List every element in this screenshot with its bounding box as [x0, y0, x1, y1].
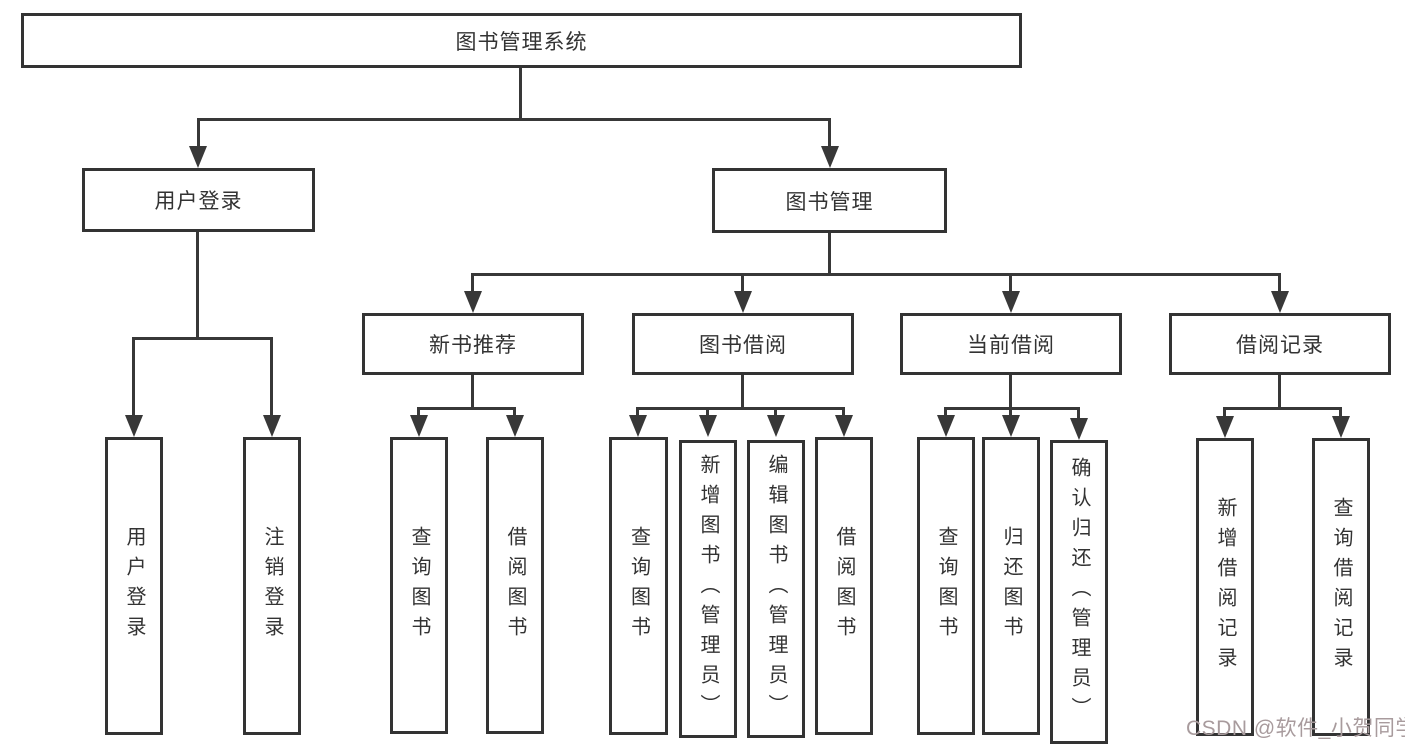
- connector-bb-drop: [741, 375, 744, 409]
- connector-nbr-drop: [471, 375, 474, 409]
- connector-stem-leaf: [774, 407, 777, 419]
- connector-stem-leaf: [636, 407, 639, 419]
- arrow-down-icon: [1002, 291, 1020, 313]
- connector-cb-drop: [1009, 375, 1012, 409]
- node-new-book-recommend: 新书推荐: [362, 313, 584, 375]
- connector-br-rail: [1225, 407, 1341, 410]
- connector-stem-leaf: [1339, 407, 1342, 419]
- connector-stem-module: [1009, 273, 1012, 293]
- connector-stem-leaf: [1009, 407, 1012, 419]
- node-current-borrow: 当前借阅: [900, 313, 1122, 375]
- leaf-bb-query-books: 查询图书: [609, 437, 668, 735]
- node-book-management-label: 图书管理: [785, 190, 874, 214]
- node-book-management: 图书管理: [712, 168, 947, 233]
- connector-stem-module: [1278, 273, 1281, 293]
- leaf-label: 归还图书: [1000, 526, 1022, 646]
- node-user-login-label: 用户登录: [154, 190, 243, 213]
- arrow-down-icon: [410, 415, 428, 437]
- connector-stem-module: [471, 273, 474, 293]
- arrow-down-icon: [821, 146, 839, 168]
- watermark: CSDN @软件_小贺同学: [1186, 717, 1405, 740]
- connector-stem-leaf: [513, 407, 516, 419]
- connector-bb-rail: [638, 407, 844, 410]
- leaf-label: 编辑图书（管理员）: [765, 454, 787, 724]
- node-borrow-records: 借阅记录: [1169, 313, 1391, 375]
- leaf-label: 查询图书: [935, 526, 957, 646]
- node-root: 图书管理系统: [21, 13, 1022, 68]
- leaf-label: 新增借阅记录: [1214, 497, 1236, 677]
- node-borrow-records-label: 借阅记录: [1236, 334, 1324, 357]
- connector-root-rail: [198, 118, 830, 121]
- node-current-borrow-label: 当前借阅: [967, 334, 1055, 357]
- leaf-cb-return-books: 归还图书: [982, 437, 1040, 735]
- leaf-label: 新增图书（管理员）: [697, 454, 719, 724]
- leaf-bb-edit-books-admin: 编辑图书（管理员）: [747, 440, 805, 738]
- connector-cb-rail: [946, 407, 1079, 410]
- connector-stem-leaf: [132, 337, 135, 417]
- arrow-down-icon: [189, 146, 207, 168]
- leaf-br-add-record: 新增借阅记录: [1196, 438, 1254, 736]
- connector-stem-leaf: [842, 407, 845, 419]
- connector-stem-leaf: [1077, 407, 1080, 422]
- connector-stem-leaf: [1223, 407, 1226, 419]
- node-book-borrow: 图书借阅: [632, 313, 854, 375]
- leaf-label: 注销登录: [261, 526, 283, 646]
- leaf-bb-borrow-books: 借阅图书: [815, 437, 873, 735]
- arrow-down-icon: [734, 291, 752, 313]
- leaf-label: 查询借阅记录: [1330, 497, 1352, 677]
- connector-stem-leaf: [706, 407, 709, 419]
- arrow-down-icon: [125, 415, 143, 437]
- leaf-label: 借阅图书: [504, 525, 526, 646]
- connector-stem-leaf: [270, 337, 273, 417]
- node-new-book-recommend-label: 新书推荐: [429, 334, 517, 357]
- connector-stem-book-management: [828, 118, 831, 148]
- leaf-cb-query-books: 查询图书: [917, 437, 975, 735]
- node-root-label: 图书管理系统: [455, 30, 588, 54]
- leaf-cb-confirm-return-admin: 确认归还（管理员）: [1050, 440, 1108, 744]
- leaf-label: 查询图书: [627, 526, 650, 646]
- leaf-label: 查询图书: [408, 525, 430, 646]
- arrow-down-icon: [767, 415, 785, 437]
- connector-user-login-rail: [134, 337, 272, 340]
- node-book-borrow-label: 图书借阅: [699, 334, 787, 357]
- arrow-down-icon: [1271, 291, 1289, 313]
- leaf-label: 用户登录: [123, 526, 145, 646]
- arrow-down-icon: [1216, 416, 1234, 438]
- arrow-down-icon: [1070, 418, 1088, 440]
- leaf-bb-add-books-admin: 新增图书（管理员）: [679, 440, 737, 738]
- connector-root-drop: [519, 68, 522, 121]
- connector-stem-module: [741, 273, 744, 293]
- leaf-br-query-record: 查询借阅记录: [1312, 438, 1370, 736]
- connector-stem-user-login: [197, 118, 200, 148]
- leaf-logout: 注销登录: [243, 437, 301, 735]
- connector-stem-leaf: [944, 407, 947, 419]
- arrow-down-icon: [263, 415, 281, 437]
- leaf-label: 借阅图书: [833, 526, 855, 646]
- connector-book-management-drop: [828, 233, 831, 275]
- arrow-down-icon: [1002, 415, 1020, 437]
- leaf-user-login: 用户登录: [105, 437, 163, 735]
- arrow-down-icon: [835, 415, 853, 437]
- arrow-down-icon: [464, 291, 482, 313]
- arrow-down-icon: [699, 415, 717, 437]
- leaf-nbr-borrow-books: 借阅图书: [486, 437, 544, 734]
- arrow-down-icon: [506, 415, 524, 437]
- connector-book-management-rail: [473, 273, 1280, 276]
- connector-br-drop: [1278, 375, 1281, 409]
- arrow-down-icon: [1332, 416, 1350, 438]
- leaf-nbr-query-books: 查询图书: [390, 437, 448, 734]
- leaf-label: 确认归还（管理员）: [1068, 457, 1090, 727]
- connector-nbr-rail: [419, 407, 515, 410]
- arrow-down-icon: [629, 415, 647, 437]
- node-user-login: 用户登录: [82, 168, 315, 232]
- connector-user-login-drop: [196, 232, 199, 337]
- arrow-down-icon: [937, 415, 955, 437]
- connector-stem-leaf: [417, 407, 420, 419]
